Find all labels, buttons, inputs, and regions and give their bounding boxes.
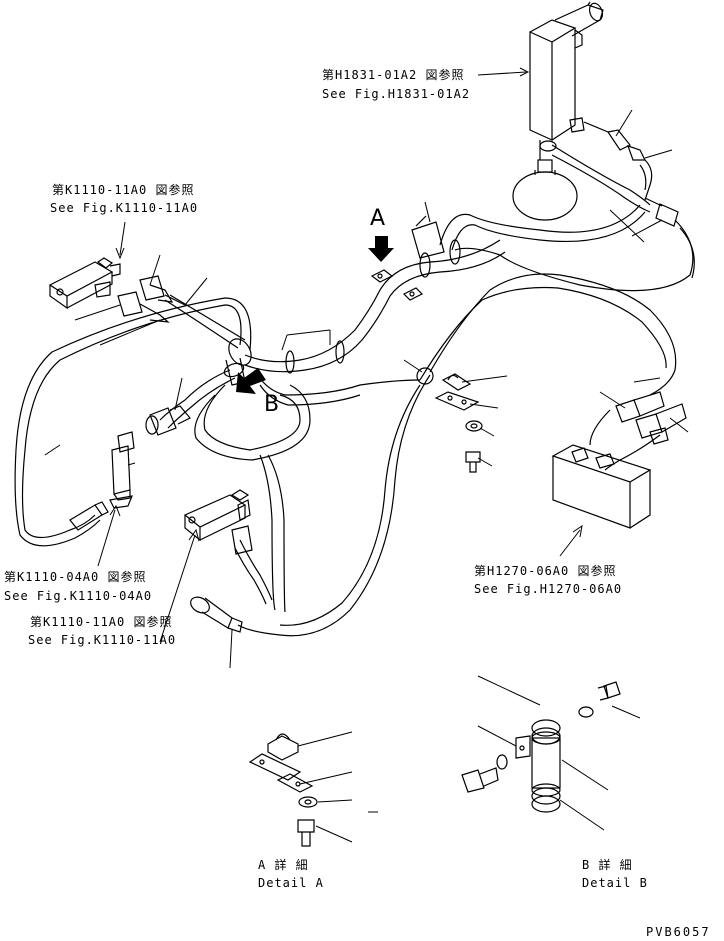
top-valve-assembly — [512, 1, 646, 221]
view-marker-b: B — [264, 392, 280, 417]
ref-h1831-en: See Fig.H1831-01A2 — [322, 87, 471, 101]
view-arrows — [236, 236, 394, 394]
ref-h1270-en: See Fig.H1270-06A0 — [474, 582, 623, 596]
leader-lines — [44, 67, 689, 843]
ref-k1110-bottom-jp: 第K1110-11A0 図参照 — [30, 615, 173, 629]
ref-h1831-jp: 第H1831-01A2 図参照 — [322, 68, 465, 82]
ref-k1110-top-en: See Fig.K1110-11A0 — [50, 201, 199, 215]
view-marker-a: A — [370, 206, 386, 231]
detail-b-en: Detail B — [582, 876, 648, 890]
pipe-routing — [14, 144, 695, 637]
drawing-code: PVB6057 — [646, 925, 711, 939]
detail-a-en: Detail A — [258, 876, 324, 890]
ref-k1110-top-jp: 第K1110-11A0 図参照 — [52, 183, 195, 197]
ref-h1270-jp: 第H1270-06A0 図参照 — [474, 564, 617, 578]
ref-k1110-04-en: See Fig.K1110-04A0 — [4, 589, 153, 603]
ref-k1110-bottom-en: See Fig.K1110-11A0 — [28, 633, 177, 647]
ref-k1110-04-jp: 第K1110-04A0 図参照 — [4, 570, 147, 584]
detail-a-jp: A 詳 細 — [258, 858, 309, 872]
detail-b-jp: B 詳 細 — [582, 858, 633, 872]
detail-drawings — [248, 681, 621, 847]
fittings — [48, 197, 687, 633]
